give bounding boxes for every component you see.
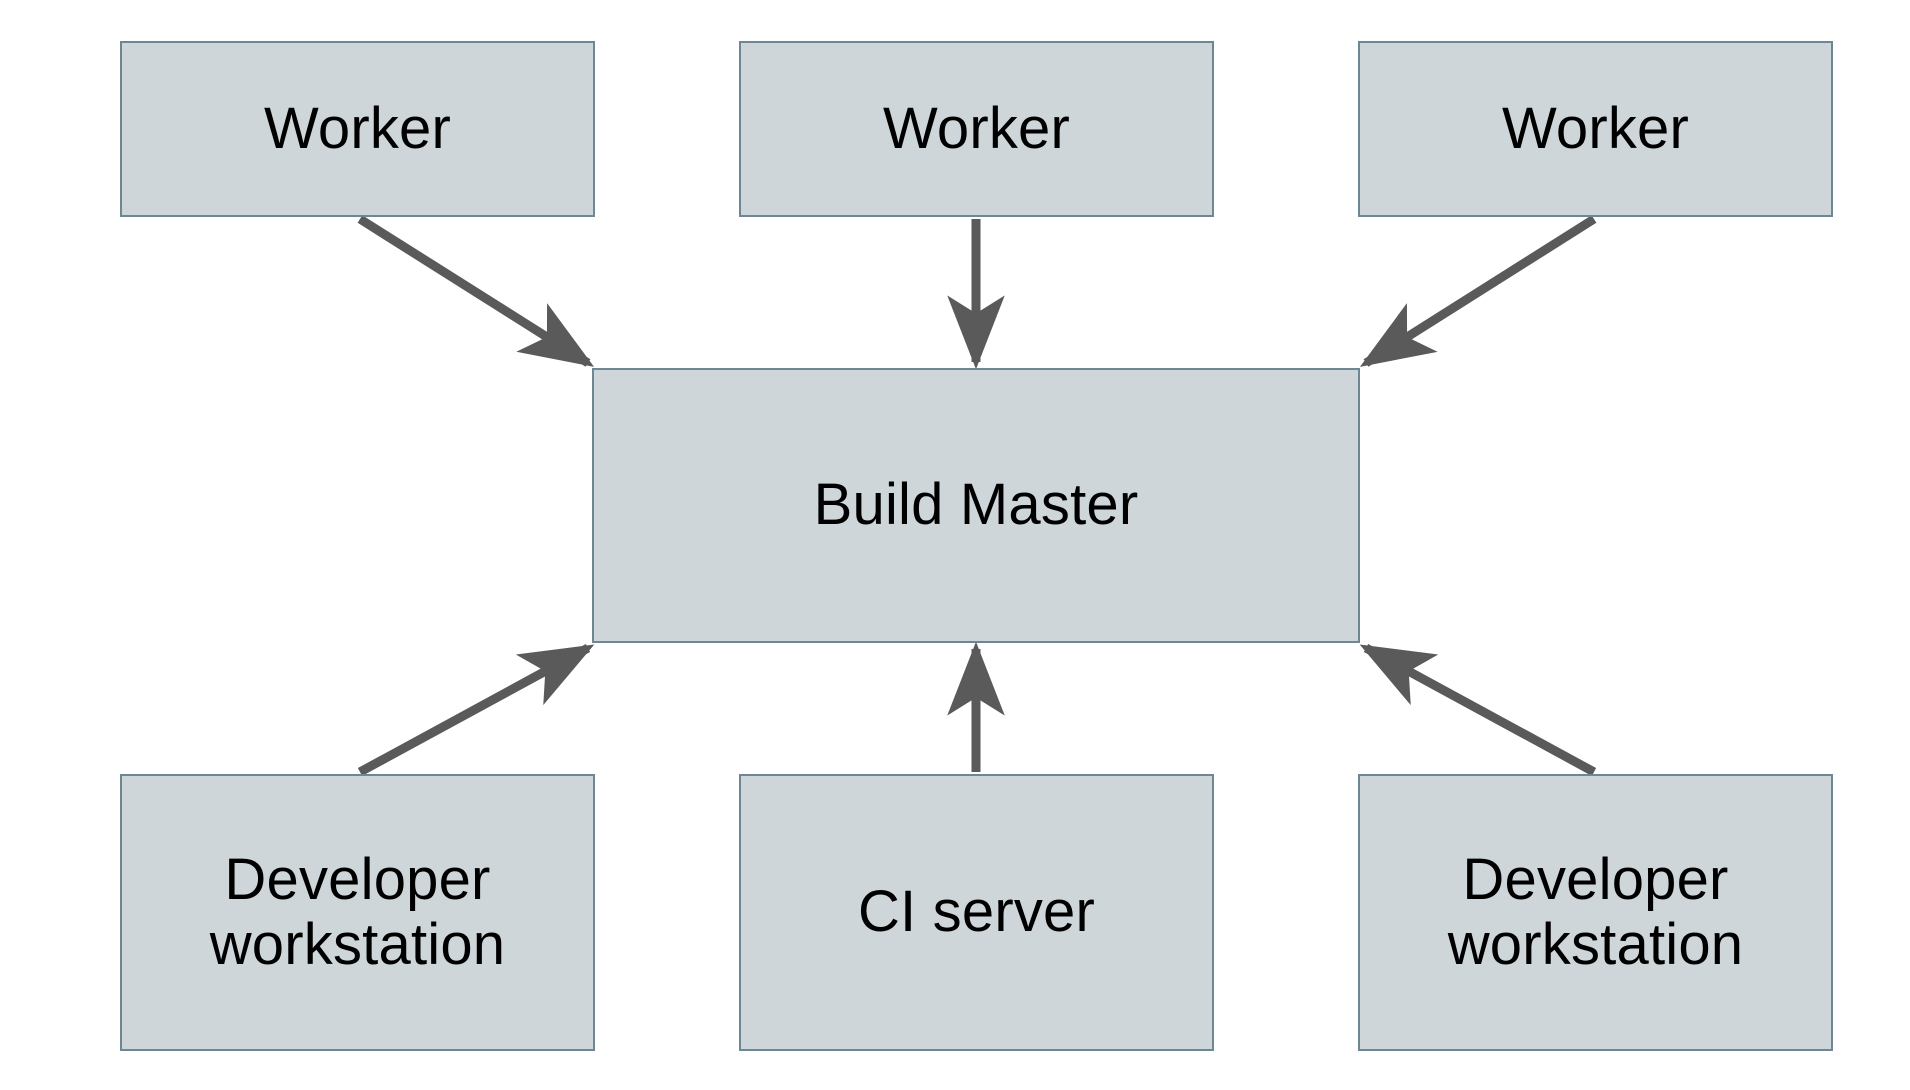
node-build-master[interactable]: Build Master [592, 368, 1360, 643]
node-worker-2-label: Worker [882, 95, 1071, 161]
edge-devleft-to-master [357, 644, 595, 776]
node-developer-workstation-right[interactable]: Developer workstation [1358, 774, 1833, 1051]
edge-devright-to-master [1359, 644, 1597, 776]
node-worker-3[interactable]: Worker [1358, 41, 1833, 217]
edge-worker1-to-master [357, 215, 595, 367]
node-developer-workstation-left-label: Developer workstation [209, 846, 506, 977]
node-worker-2[interactable]: Worker [739, 41, 1214, 217]
node-worker-1-label: Worker [263, 95, 452, 161]
edge-worker3-to-master [1359, 215, 1597, 367]
node-developer-workstation-left[interactable]: Developer workstation [120, 774, 595, 1051]
node-developer-workstation-right-label: Developer workstation [1447, 846, 1744, 977]
node-ci-server-label: CI server [857, 879, 1096, 945]
node-worker-3-label: Worker [1501, 95, 1690, 161]
node-build-master-label: Build Master [813, 472, 1139, 538]
node-worker-1[interactable]: Worker [120, 41, 595, 217]
node-ci-server[interactable]: CI server [739, 774, 1214, 1051]
